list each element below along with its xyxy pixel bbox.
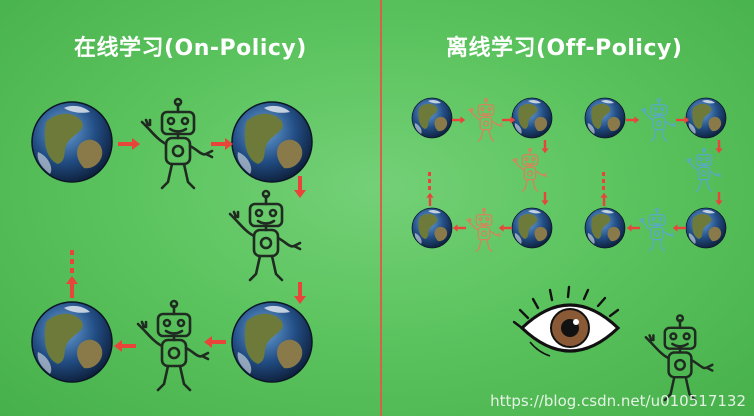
robot-icon xyxy=(468,97,503,142)
arrow-icon xyxy=(452,116,466,124)
arrow-icon xyxy=(294,176,306,198)
earth-icon xyxy=(231,301,313,383)
earth-icon xyxy=(31,101,113,183)
robot-icon xyxy=(512,147,547,192)
off-policy-title: 离线学习(Off-Policy) xyxy=(446,36,683,61)
off-policy-diagram xyxy=(411,97,727,402)
robot-icon xyxy=(136,299,210,392)
robot-icon xyxy=(140,97,214,190)
ellipsis-icon xyxy=(602,172,605,190)
on-policy-title: 在线学习(On-Policy) xyxy=(74,36,307,61)
arrow-icon xyxy=(114,340,136,352)
robot-icon xyxy=(686,147,721,192)
robot-icon xyxy=(644,314,714,402)
arrow-icon xyxy=(211,138,233,150)
eye-icon xyxy=(512,285,621,357)
robot-icon xyxy=(639,207,674,252)
ellipsis-icon xyxy=(70,250,74,273)
arrow-icon xyxy=(715,192,723,206)
earth-icon xyxy=(411,97,453,139)
on-policy-diagram xyxy=(31,97,313,392)
arrow-icon xyxy=(715,140,723,154)
arrow-icon xyxy=(294,282,306,304)
arrow-icon xyxy=(66,276,78,298)
earth-icon xyxy=(685,207,727,249)
earth-icon xyxy=(511,207,553,249)
arrow-icon xyxy=(626,116,640,124)
earth-icon xyxy=(31,301,113,383)
arrow-icon xyxy=(626,224,640,232)
earth-icon xyxy=(584,207,626,249)
watermark-text: https://blog.csdn.net/u010517132 xyxy=(490,392,746,410)
earth-icon xyxy=(685,97,727,139)
earth-icon xyxy=(584,97,626,139)
arrow-icon xyxy=(672,224,686,232)
earth-icon xyxy=(411,207,453,249)
robot-icon xyxy=(641,97,676,142)
arrow-icon xyxy=(541,140,549,154)
arrow-icon xyxy=(600,192,608,206)
arrow-icon xyxy=(426,192,434,206)
earth-icon xyxy=(511,97,553,139)
robot-icon xyxy=(228,189,302,282)
arrow-icon xyxy=(118,138,140,150)
ellipsis-icon xyxy=(428,172,431,190)
arrow-icon xyxy=(498,224,512,232)
earth-icon xyxy=(231,101,313,183)
panel-divider xyxy=(380,0,382,416)
robot-icon xyxy=(466,207,501,252)
arrow-icon xyxy=(452,224,466,232)
arrow-icon xyxy=(541,192,549,206)
arrow-icon xyxy=(204,336,226,348)
